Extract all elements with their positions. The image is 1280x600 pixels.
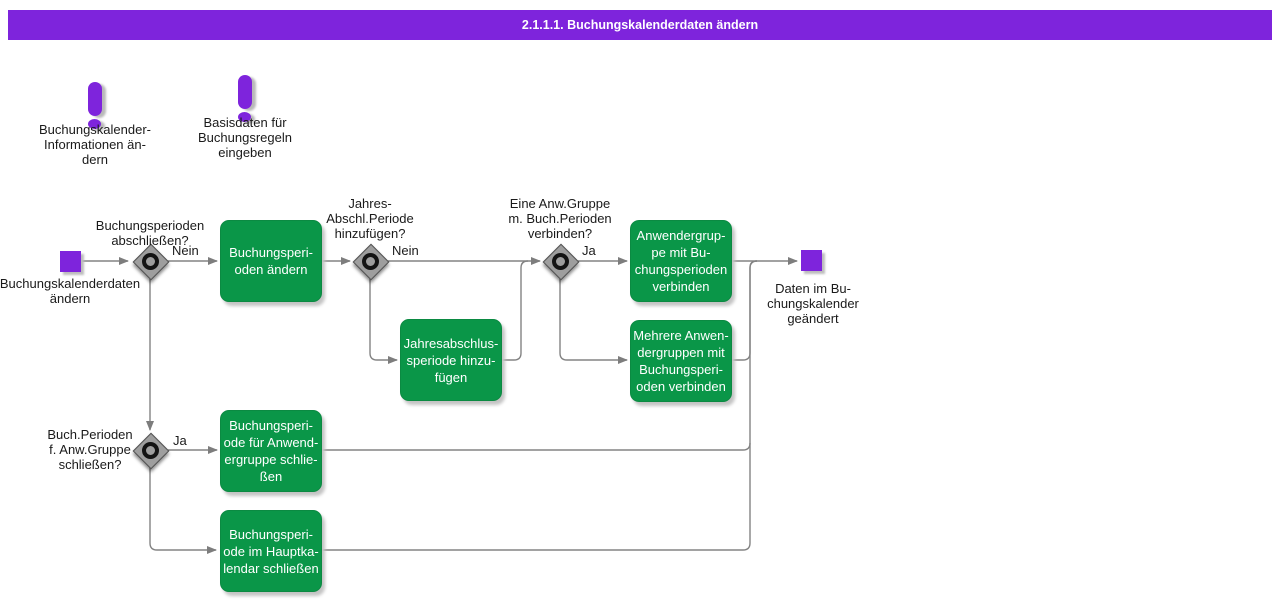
- end-event-label: Daten im Bu- chungskalender geändert: [767, 281, 859, 326]
- connector-task6-merge: [320, 260, 758, 551]
- branch-label-ja: Ja: [173, 433, 187, 448]
- decision-ring-icon: [552, 253, 569, 270]
- start-event-label: Buchungskalenderdaten ändern: [0, 276, 141, 306]
- task-connect-user-group[interactable]: Anwendergrup- pe mit Bu- chungsperioden …: [630, 220, 732, 302]
- exclamation-icon: [88, 119, 101, 129]
- start-event-node[interactable]: [60, 251, 81, 272]
- decision-ring-icon: [142, 442, 159, 459]
- connector-task5-merge: [320, 442, 751, 451]
- exclamation-icon: [238, 75, 252, 109]
- branch-label-nein: Nein: [172, 243, 199, 258]
- decision-ring-icon: [362, 253, 379, 270]
- title-bar: 2.1.1.1. Buchungskalenderdaten ändern: [8, 10, 1272, 40]
- connector-d3-task4: [559, 279, 628, 364]
- decision-question: Eine Anw.Gruppe m. Buch.Perioden verbind…: [508, 196, 612, 241]
- decision-question: Jahres- Abschl.Periode hinzufügen?: [326, 196, 414, 241]
- branch-label-ja: Ja: [582, 243, 596, 258]
- connector-d2-task2: [369, 279, 398, 364]
- branch-label-nein: Nein: [392, 243, 419, 258]
- connector-d4-task6: [149, 468, 217, 554]
- task-add-year-end-period[interactable]: Jahresabschlus- speriode hinzu- fügen: [400, 319, 502, 401]
- exclamation-icon: [88, 82, 102, 116]
- end-event-node[interactable]: [801, 250, 822, 271]
- note-label: Basisdaten für Buchungsregeln eingeben: [198, 115, 292, 160]
- task-connect-multiple-user-groups[interactable]: Mehrere Anwen- dergruppen mit Buchungspe…: [630, 320, 732, 402]
- task-change-posting-periods[interactable]: Buchungsperi- oden ändern: [220, 220, 322, 302]
- note-label: Buchungskalender- Informationen än- dern: [38, 122, 152, 167]
- exclamation-icon: [238, 112, 251, 122]
- decision-ring-icon: [142, 253, 159, 270]
- task-close-period-user-group[interactable]: Buchungsperi- ode für Anwend- ergruppe s…: [220, 410, 322, 492]
- task-close-period-main-calendar[interactable]: Buchungsperi- ode im Hauptka- lendar sch…: [220, 510, 322, 592]
- connector-task2-merge: [500, 260, 529, 361]
- decision-question: Buchungsperioden abschließen?: [95, 218, 205, 248]
- decision-question: Buch.Perioden f. Anw.Gruppe schließen?: [47, 427, 133, 472]
